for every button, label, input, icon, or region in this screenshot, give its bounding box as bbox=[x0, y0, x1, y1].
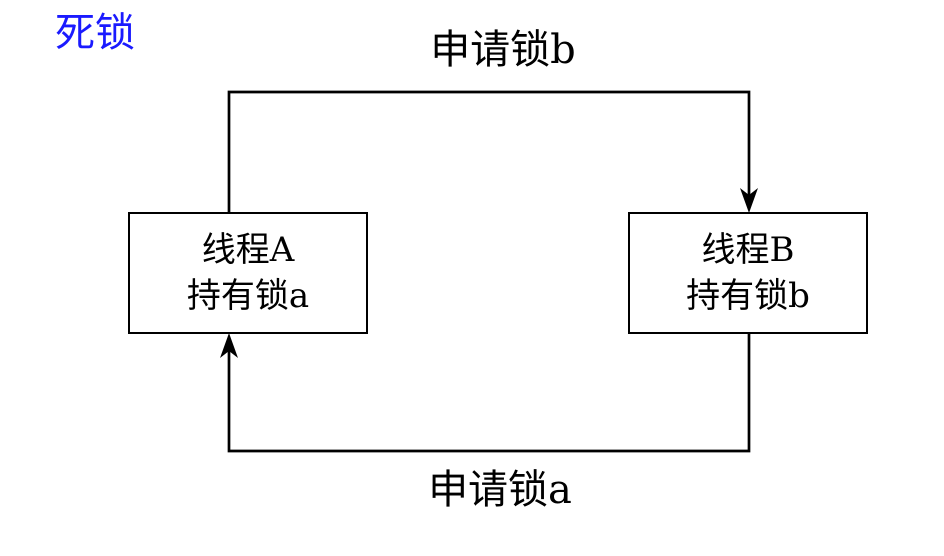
thread-b-box: 线程B 持有锁b bbox=[628, 212, 868, 334]
thread-a-held-lock: 持有锁a bbox=[186, 276, 310, 316]
thread-b-name: 线程B bbox=[701, 230, 795, 270]
request-lock-b-label: 申请锁b bbox=[430, 27, 576, 73]
request-lock-b-arrow-line bbox=[227, 90, 751, 212]
thread-a-box: 线程A 持有锁a bbox=[128, 212, 368, 334]
thread-b-held-lock: 持有锁b bbox=[686, 276, 810, 316]
thread-a-name: 线程A bbox=[201, 230, 295, 270]
request-lock-a-label: 申请锁a bbox=[428, 467, 572, 513]
page-title: 死锁 bbox=[55, 10, 135, 56]
arrowhead-up-icon bbox=[220, 333, 238, 358]
arrowhead-down-icon bbox=[740, 188, 758, 213]
request-lock-a-arrow-line bbox=[227, 334, 751, 453]
